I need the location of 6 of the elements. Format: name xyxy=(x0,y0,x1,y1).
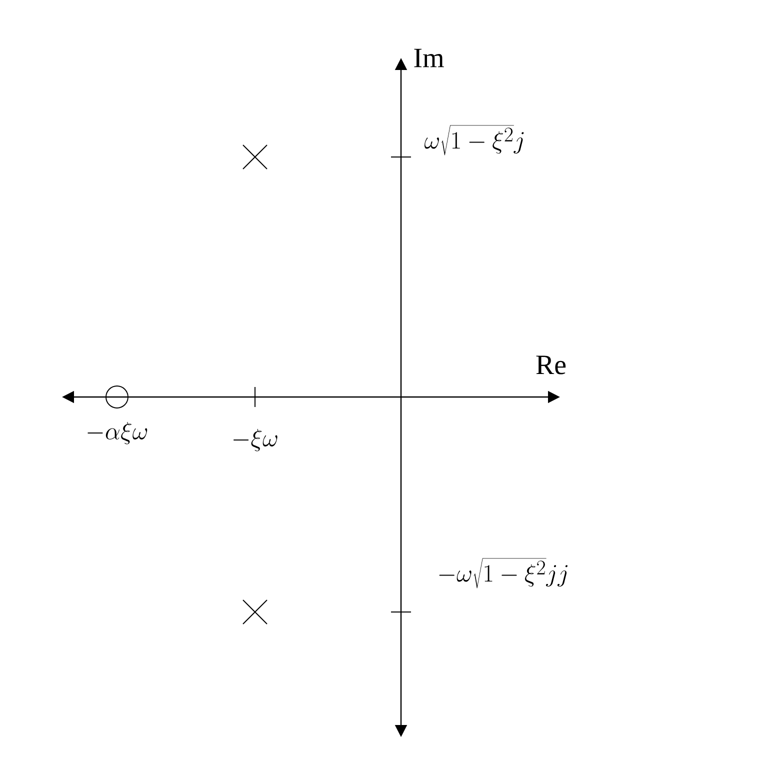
tick-label: $\omega\sqrt{1-\xi^2}j$ xyxy=(424,125,524,156)
tick-label: $-\omega\sqrt{1-\xi^2}jj$ xyxy=(439,558,568,588)
axis-label: Im xyxy=(414,48,444,68)
tick-label: $-\alpha\xi\omega$ xyxy=(88,422,148,444)
axis-label: Re xyxy=(536,356,566,374)
tick-label: $-\xi\omega$ xyxy=(233,428,278,452)
